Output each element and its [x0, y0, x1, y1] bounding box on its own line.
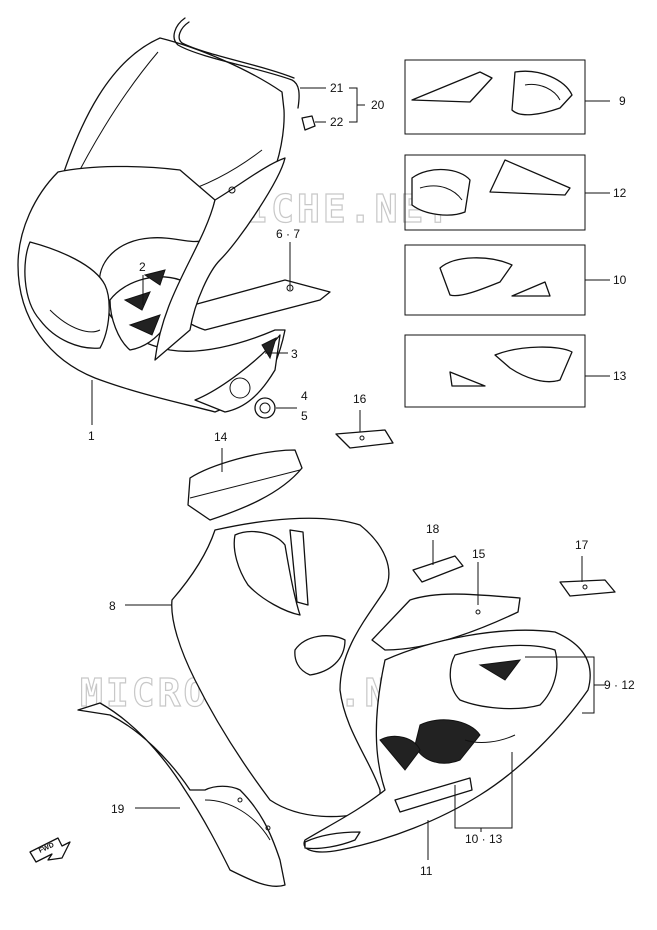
pad-17: [559, 579, 616, 597]
callout-14: 14: [214, 430, 228, 444]
leader-lines: [91, 87, 610, 860]
callout-22: 22: [330, 115, 344, 129]
decal-box-12: [404, 154, 586, 231]
callout-18: 18: [426, 522, 440, 536]
forward-arrow-icon: FWD: [29, 837, 71, 863]
callout-1: 1: [88, 429, 95, 443]
callout-10: 10: [613, 273, 627, 287]
callout-17: 17: [575, 538, 589, 552]
callout-21: 21: [330, 81, 344, 95]
callouts: 1 2 3 4 5 6 · 7 8 9 9 · 12 10 10 · 13 11…: [88, 81, 635, 878]
lower-fairing-11: [303, 629, 591, 853]
screen-nut-22: [301, 115, 316, 131]
screen-trim-21: [173, 17, 300, 109]
inner-panel-6-7: [154, 157, 331, 361]
lower-piece-3: [194, 334, 281, 413]
callout-19: 19: [111, 802, 125, 816]
pad-18: [412, 555, 464, 583]
callout-20: 20: [371, 98, 385, 112]
callout-6-7: 6 · 7: [276, 227, 300, 241]
callout-4: 4: [301, 389, 308, 403]
decal-box-10: [404, 244, 586, 316]
callout-8: 8: [109, 599, 116, 613]
decal-box-9: [404, 59, 586, 135]
callout-2: 2: [139, 260, 146, 274]
pad-16: [335, 429, 394, 449]
side-fairing-8: [171, 517, 390, 818]
decal-box-13: [404, 334, 586, 408]
callout-9: 9: [619, 94, 626, 108]
callout-11: 11: [420, 864, 433, 878]
callout-12: 12: [613, 186, 627, 200]
cover-14: [187, 449, 303, 521]
callout-5: 5: [301, 409, 308, 423]
under-cowl-19: [77, 702, 286, 887]
callout-16: 16: [353, 392, 367, 406]
upper-cowl: [17, 165, 286, 413]
callout-13: 13: [613, 369, 627, 383]
callout-15: 15: [472, 547, 486, 561]
grommet-4-5: [254, 397, 276, 419]
callout-10-13: 10 · 13: [465, 832, 503, 846]
callout-9-12: 9 · 12: [604, 678, 635, 692]
callout-3: 3: [291, 347, 298, 361]
